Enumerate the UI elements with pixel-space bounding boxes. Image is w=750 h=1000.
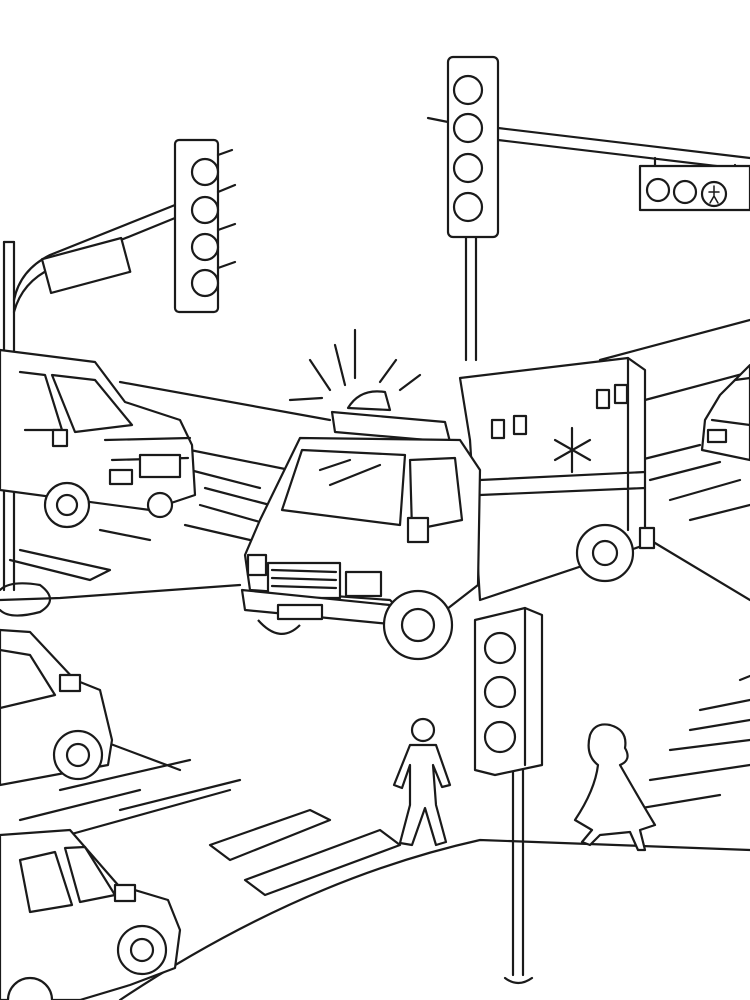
ambulance bbox=[240, 328, 656, 661]
pedestrian-man bbox=[392, 717, 452, 847]
left-traffic-light bbox=[0, 138, 237, 617]
car-top-left bbox=[0, 348, 197, 529]
car-bottom-left bbox=[0, 828, 182, 1000]
center-traffic-light bbox=[473, 606, 544, 985]
walking-person-icon bbox=[708, 185, 720, 204]
pedestrian-signal-sign bbox=[638, 164, 750, 212]
pedestrian-girl bbox=[573, 723, 657, 852]
star-of-life-icon bbox=[553, 426, 592, 474]
siren-light-rays bbox=[288, 328, 422, 402]
top-traffic-light bbox=[426, 55, 750, 362]
crosswalk-stripes bbox=[8, 443, 750, 897]
blank-street-sign bbox=[40, 236, 132, 295]
car-right-partial bbox=[700, 363, 750, 462]
car-middle-left bbox=[0, 628, 114, 787]
